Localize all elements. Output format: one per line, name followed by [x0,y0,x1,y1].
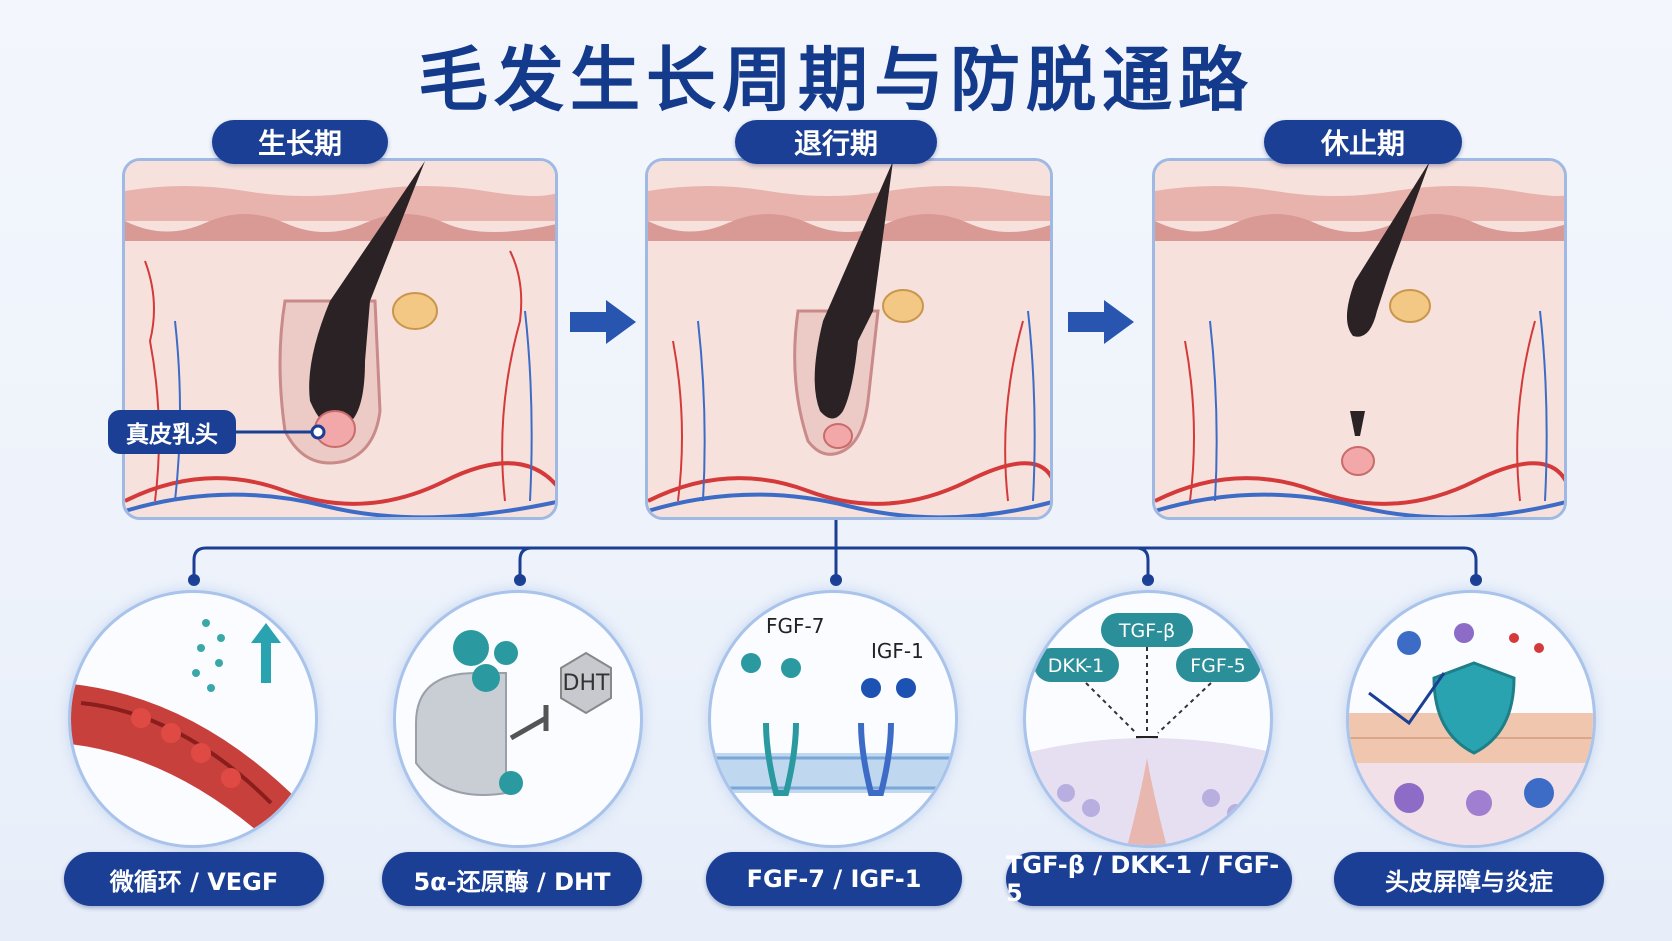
stage-label-telogen: 休止期 [1264,120,1462,164]
stage-panel-catagen [645,158,1053,520]
enzyme-dht-icon: DHT [415,630,612,796]
stage-panel-telogen [1152,158,1567,520]
dkk1-label: DKK-1 [1048,655,1105,677]
dht-molecule-label: DHT [563,671,610,696]
catagen-illustration [648,161,1050,517]
fgf5-label: FGF-5 [1190,655,1246,677]
page-title: 毛发生长周期与防脱通路 [418,39,1254,121]
fgf7-ligand-label: FGF-7 [766,614,824,638]
pathway-label-microcirculation: 微循环 / VEGF [64,852,324,906]
pathway-bubble-scalp-barrier [1346,590,1596,848]
igf1-ligand-label: IGF-1 [871,639,924,663]
pathway-bubble-tgf-dkk-fgf5: TGF-β DKK-1 FGF-5 [1023,590,1273,848]
pathway-bubble-microcirculation [68,590,318,848]
telogen-illustration [1155,161,1564,517]
shield-barrier-icon [1349,623,1593,845]
stage-label-anagen: 生长期 [212,120,388,164]
receptor-membrane-icon: FGF-7 IGF-1 [711,614,955,796]
blood-vessel-icon [71,619,301,843]
stage-label-catagen: 退行期 [735,120,937,164]
pathway-label-tgf-dkk-fgf5: TGF-β / DKK-1 / FGF-5 [1006,851,1292,907]
pathway-label-scalp-barrier: 头皮屏障与炎症 [1334,852,1604,906]
stage-panel-anagen [122,158,558,520]
arrow-right-icon [1068,300,1134,344]
tgf-beta-label: TGF-β [1118,620,1175,642]
arrow-right-icon [570,300,636,344]
pathway-label-fgf-igf: FGF-7 / IGF-1 [706,852,962,906]
pathway-bubble-fgf-igf: FGF-7 IGF-1 [708,590,958,848]
pathway-label-dht: 5α-还原酶 / DHT [382,852,642,906]
inhibitor-follicle-icon: TGF-β DKK-1 FGF-5 [1026,613,1270,845]
dermal-papilla-label: 真皮乳头 [108,410,236,454]
pathway-bubble-dht: DHT [393,590,643,848]
anagen-illustration [125,161,555,517]
